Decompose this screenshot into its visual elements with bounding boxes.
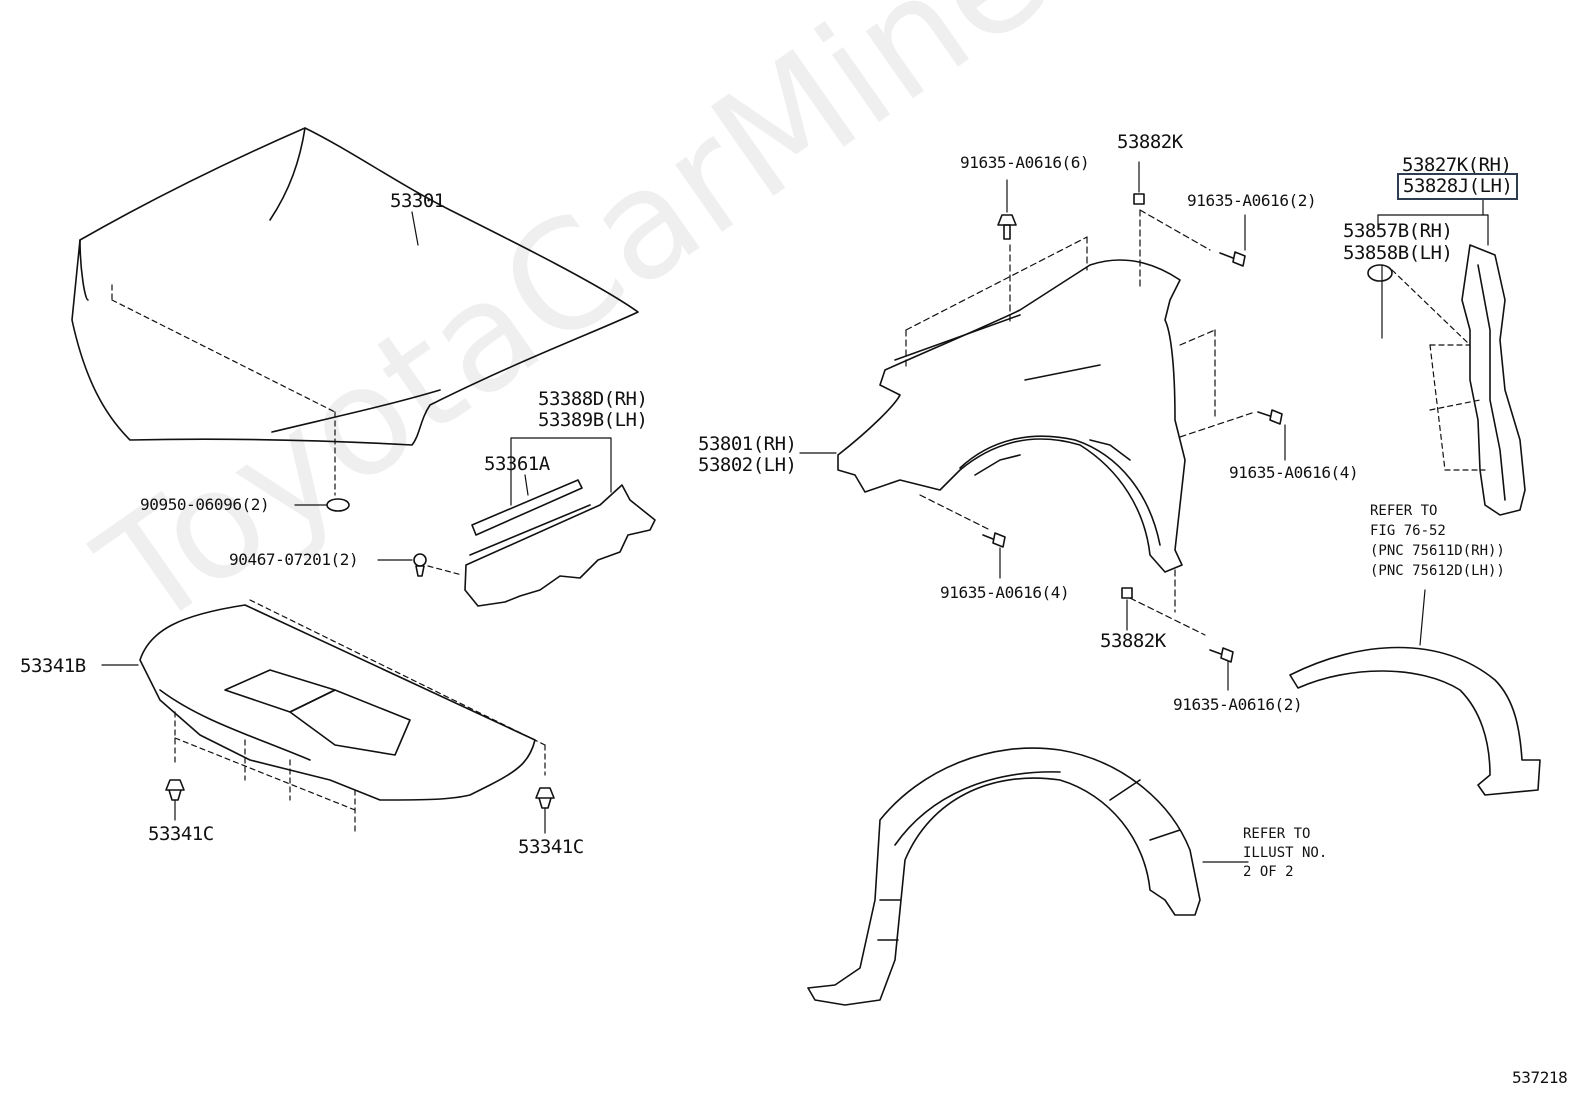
label-bolt-top-right[interactable]: 91635-A0616(2) [1187, 191, 1317, 210]
wheel-flare-illustration[interactable] [1289, 646, 1541, 796]
bolt-bottom-right-shape[interactable] [1209, 647, 1234, 663]
note-refer-fig-line3: (PNC 75611D(RH)) [1370, 543, 1505, 559]
bolt-mid-right-shape[interactable] [1257, 409, 1283, 425]
bolt-bottom-left-shape[interactable] [982, 532, 1006, 548]
note-refer-illust-line3: 2 OF 2 [1243, 864, 1294, 880]
hood-grommet-shape[interactable] [326, 498, 350, 512]
label-seal-strip[interactable]: 53361A [484, 453, 550, 475]
label-nut-bottom[interactable]: 53882K [1100, 630, 1166, 652]
figure-number: 537218 [1512, 1068, 1568, 1087]
insulator-clip-right-shape[interactable] [535, 787, 555, 809]
label-nut-top[interactable]: 53882K [1117, 131, 1183, 153]
hood-insulator-illustration[interactable] [139, 604, 536, 801]
label-clip-lh[interactable]: 53858B(LH) [1343, 242, 1453, 264]
nut-bottom-shape[interactable] [1121, 587, 1133, 599]
hood-seal-illustration[interactable] [464, 479, 656, 607]
liner-leaders [1377, 199, 1489, 339]
bolt-top-right-shape[interactable] [1219, 251, 1246, 267]
note-refer-fig-line2: FIG 76-52 [1370, 523, 1446, 539]
note-refer-illust-line1: REFER TO [1243, 826, 1311, 842]
fender-leaders [905, 209, 1256, 636]
nut-top-shape[interactable] [1133, 193, 1145, 205]
insulator-leaders [174, 599, 546, 833]
label-bolt-mid-right[interactable]: 91635-A0616(4) [1229, 463, 1359, 482]
label-liner-lh-highlighted[interactable]: 53828J(LH) [1397, 173, 1519, 200]
label-bolt-top[interactable]: 91635-A0616(6) [960, 153, 1090, 172]
label-seal-rh[interactable]: 53388D(RH) [538, 388, 648, 410]
label-bolt-bottom-right[interactable]: 91635-A0616(2) [1173, 695, 1303, 714]
note-refer-fig-line4: (PNC 75612D(LH)) [1370, 563, 1505, 579]
seal-leaders [510, 437, 612, 506]
bolt-top-shape[interactable] [997, 214, 1017, 240]
note-refer-fig-line1: REFER TO [1370, 503, 1438, 519]
hood-illustration[interactable] [71, 127, 639, 446]
label-fender-rh[interactable]: 53801(RH) [698, 433, 797, 455]
liner-clip-shape[interactable] [1367, 264, 1393, 282]
label-seal-lh[interactable]: 53389B(LH) [538, 409, 648, 431]
inner-liner-illustration[interactable] [807, 747, 1201, 1006]
hood-leaders [111, 284, 336, 496]
label-insulator-clip-right[interactable]: 53341C [518, 836, 584, 858]
hood-clip-shape[interactable] [413, 553, 427, 577]
label-fender-lh[interactable]: 53802(LH) [698, 454, 797, 476]
label-hood[interactable]: 53301 [390, 190, 445, 212]
fender-liner-illustration[interactable] [1461, 244, 1526, 516]
label-liner-rh[interactable]: 53827K(RH) [1402, 154, 1512, 176]
note-refer-illust-line2: ILLUST NO. [1243, 845, 1328, 861]
liner-dashes [1391, 269, 1486, 471]
label-hood-clip[interactable]: 90467-07201(2) [229, 550, 359, 569]
label-hood-grommet[interactable]: 90950-06096(2) [140, 495, 270, 514]
label-clip-rh[interactable]: 53857B(RH) [1343, 220, 1453, 242]
label-hood-insulator[interactable]: 53341B [20, 655, 86, 677]
fender-illustration[interactable] [837, 259, 1186, 573]
insulator-clip-left-shape[interactable] [165, 779, 185, 801]
label-bolt-bottom-left[interactable]: 91635-A0616(4) [940, 583, 1070, 602]
label-insulator-clip-left[interactable]: 53341C [148, 823, 214, 845]
